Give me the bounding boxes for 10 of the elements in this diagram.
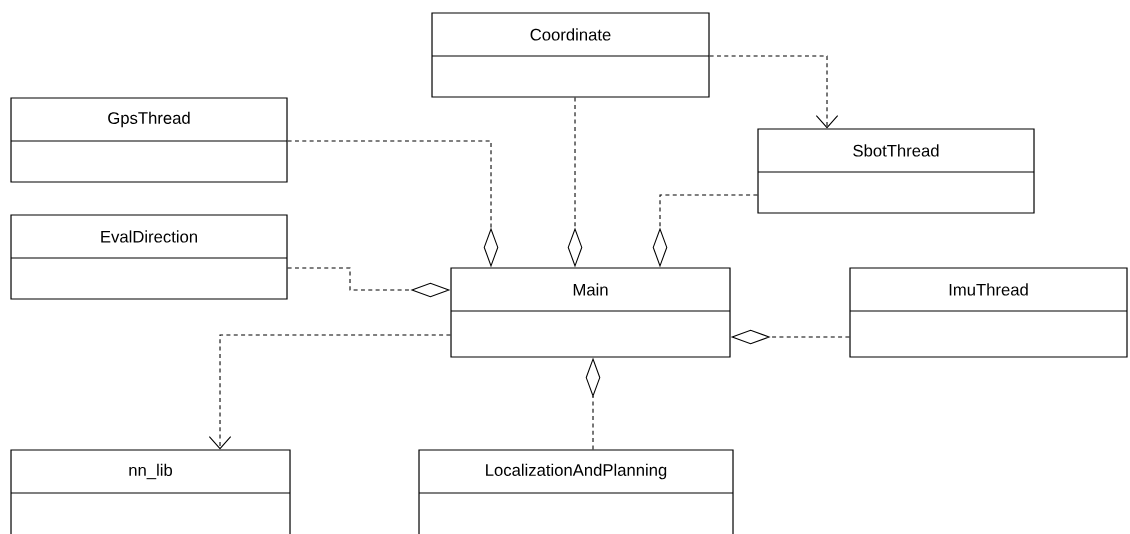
dependency-arrow [208,334,451,450]
class-box: nn_lib [10,449,291,534]
dependency-arrow [709,55,839,129]
class-box: Main [450,267,731,358]
class-box: EvalDirection [10,214,288,300]
class-box: SbotThread [757,128,1035,214]
class-box: Coordinate [431,12,710,98]
class-box: LocalizationAndPlanning [418,449,734,534]
class-box: ImuThread [849,267,1128,358]
class-box: GpsThread [10,97,288,183]
